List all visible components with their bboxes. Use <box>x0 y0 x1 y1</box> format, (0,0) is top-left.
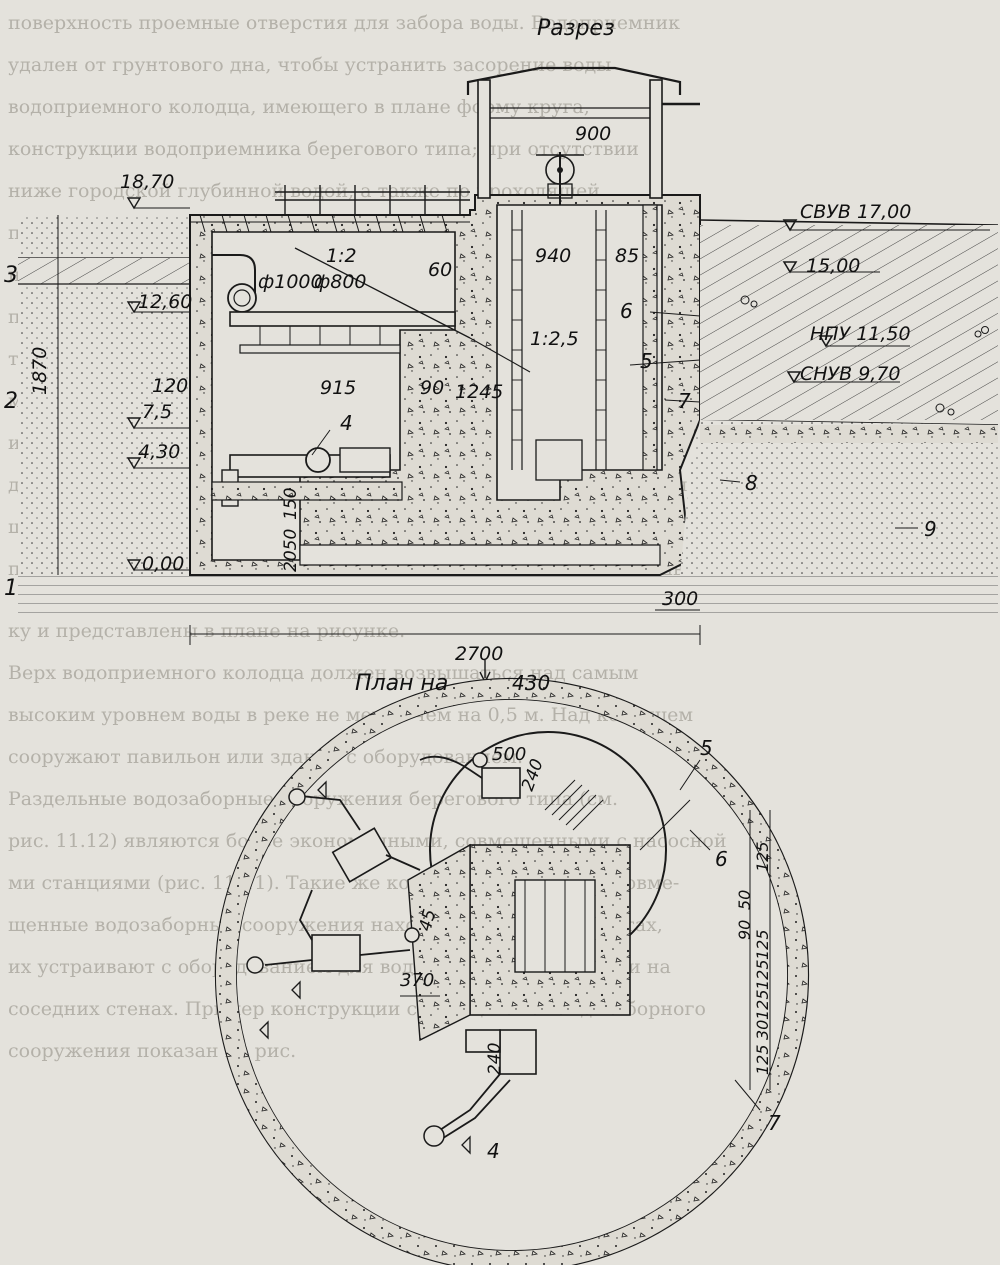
callout-3: 3 <box>4 263 18 288</box>
left-soil-layer-3 <box>18 258 190 284</box>
dim-1245: 1245 <box>455 381 503 403</box>
level-1500: 15,00 <box>806 255 860 277</box>
dim-900: 900 <box>575 123 611 145</box>
dim-90: 90 <box>420 377 444 399</box>
section-title: Разрез <box>537 16 615 41</box>
plan-dim-370: 370 <box>400 970 434 991</box>
dim-1870: 1870 <box>29 347 51 395</box>
plan-dim-240-bottom: 240 <box>485 1043 505 1075</box>
background-text-line: Верх водоприемного колодца должен возвыш… <box>8 662 639 684</box>
plan-callout-5: 5 <box>700 736 713 760</box>
plan-chain-125-b: 125 <box>753 989 772 1020</box>
slope-1-2: 1:2 <box>326 245 357 267</box>
plan-callout-6: 6 <box>715 847 728 871</box>
plan-callout-4: 4 <box>487 1139 500 1163</box>
dim-2700: 2700 <box>455 643 503 665</box>
dim-85: 85 <box>615 245 639 267</box>
plan-chain-90: 90 <box>735 920 754 940</box>
plan-view <box>214 677 810 1265</box>
plan-chain-30: 30 <box>753 1020 772 1040</box>
background-text-line: водоприемного колодца, имеющего в плане … <box>8 96 590 118</box>
elevation-1260: 12,60 <box>138 291 192 313</box>
plan-chain-125-d: 125 <box>753 929 772 960</box>
level-svuv: СВУВ 17,00 <box>800 201 911 223</box>
wet-well-interior <box>496 204 663 501</box>
plan-title: План на <box>355 671 448 696</box>
plan-callout-7: 7 <box>768 1111 781 1135</box>
dim-300: 300 <box>662 588 698 610</box>
riverbed-layer <box>700 425 998 443</box>
pipe-d1000: ф1000 <box>258 271 323 293</box>
callout-7: 7 <box>678 389 691 413</box>
dim-120: 120 <box>152 375 188 397</box>
plan-dim-500: 500 <box>492 744 526 765</box>
callout-6: 6 <box>620 299 633 323</box>
background-text-line: ниже городской глубинной водой, а также … <box>8 180 600 202</box>
plan-chain-125-c: 125 <box>753 959 772 990</box>
callout-5: 5 <box>640 349 653 373</box>
elevation-1870: 18,70 <box>120 171 174 193</box>
level-npu: НПУ 11,50 <box>810 323 911 345</box>
plan-chain-125-a: 125 <box>753 1044 772 1075</box>
background-text-line: высоким уровнем воды в реке не менее чем… <box>8 704 694 726</box>
reservoir-hatch <box>700 225 998 420</box>
right-soil-fill <box>680 420 998 575</box>
elevation-430: 4,30 <box>138 441 180 463</box>
slope-1-25: 1:2,5 <box>530 328 579 350</box>
plan-title-level: 430 <box>512 671 550 695</box>
plan-chain-50: 50 <box>735 890 754 910</box>
elevation-750: 7,5 <box>142 401 172 423</box>
section-view <box>18 66 999 684</box>
dim-60: 60 <box>428 259 452 281</box>
background-text-line: удален от грунтового дна, чтобы устранит… <box>8 54 612 76</box>
callout-4: 4 <box>340 411 353 435</box>
background-text-line: сооружают павильон или здание с оборудов… <box>8 746 523 768</box>
dim-150: 150 <box>281 488 301 520</box>
background-text-line: Раздельные водозаборные сооружения берег… <box>8 788 619 810</box>
dim-915: 915 <box>320 377 356 399</box>
labels: Разрез 18,70 12,60 7,5 4,30 0,00 СВУВ 17… <box>4 16 937 1163</box>
dim-940: 940 <box>535 245 571 267</box>
pipe-d800: ф800 <box>314 271 367 293</box>
plan-chain-125-e: 125 <box>753 841 772 872</box>
callout-9: 9 <box>924 517 937 541</box>
callout-2: 2 <box>4 389 18 414</box>
callout-1: 1 <box>4 576 18 601</box>
background-text-line: поверхность проемные отверстия для забор… <box>8 12 680 34</box>
bottom-strata <box>18 575 998 620</box>
callout-8: 8 <box>745 471 758 495</box>
dim-2050: 2050 <box>281 529 301 572</box>
level-snuv: СНУВ 9,70 <box>800 363 901 385</box>
elevation-000: 0,00 <box>142 553 184 575</box>
background-text-line: ку и представлены в плане на рисунке. <box>8 620 406 642</box>
